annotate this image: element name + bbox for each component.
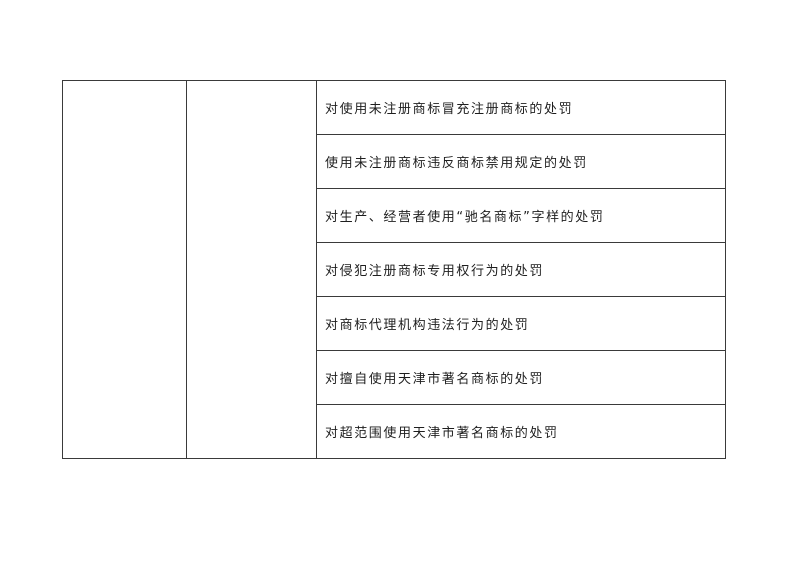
table-row: 对商标代理机构违法行为的处罚 bbox=[63, 296, 726, 351]
item-cell: 对生产、经营者使用“驰名商标”字样的处罚 bbox=[316, 188, 726, 243]
table-row: 对擅自使用天津市著名商标的处罚 bbox=[63, 350, 726, 405]
item-cell: 使用未注册商标违反商标禁用规定的处罚 bbox=[316, 134, 726, 189]
table-row: 对超范围使用天津市著名商标的处罚 bbox=[63, 404, 726, 459]
item-cell: 对擅自使用天津市著名商标的处罚 bbox=[316, 350, 726, 405]
table-row: 对生产、经营者使用“驰名商标”字样的处罚 bbox=[63, 188, 726, 243]
table-row: 使用未注册商标违反商标禁用规定的处罚 bbox=[63, 134, 726, 189]
item-cell: 对侵犯注册商标专用权行为的处罚 bbox=[316, 242, 726, 297]
merged-cell-column-1 bbox=[62, 80, 187, 459]
table-row: 对使用未注册商标冒充注册商标的处罚 bbox=[62, 80, 726, 459]
penalty-items-table: 对使用未注册商标冒充注册商标的处罚 使用未注册商标违反商标禁用规定的处罚 对生产… bbox=[62, 80, 726, 459]
item-cell: 对商标代理机构违法行为的处罚 bbox=[316, 296, 726, 351]
item-cell: 对使用未注册商标冒充注册商标的处罚 bbox=[316, 80, 726, 135]
merged-cell-column-2 bbox=[186, 80, 317, 459]
item-cell: 对超范围使用天津市著名商标的处罚 bbox=[316, 404, 726, 459]
